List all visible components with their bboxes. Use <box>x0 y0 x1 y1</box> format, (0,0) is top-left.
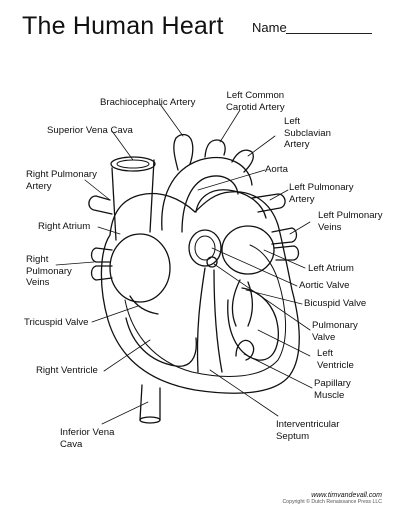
label-right-pulmonary-veins: Right Pulmonary Veins <box>26 254 72 288</box>
label-tricuspid-valve: Tricuspid Valve <box>24 317 89 328</box>
left-common-carotid <box>204 139 226 158</box>
bicuspid-valve <box>231 279 254 327</box>
name-input-line[interactable] <box>286 33 372 34</box>
right-pulmonary-artery <box>88 195 113 215</box>
pulmonary-trunk <box>195 189 267 219</box>
heart-outline <box>100 191 300 394</box>
label-interventricular-septum: Interventricular Septum <box>276 419 340 442</box>
pulmonary-valve-ring <box>206 256 218 268</box>
superior-vena-cava <box>111 159 155 241</box>
brachiocephalic-artery <box>173 133 194 171</box>
label-aortic-valve: Aortic Valve <box>299 280 350 291</box>
footer: www.timvandevall.com Copyright © Dutch R… <box>282 492 382 505</box>
label-bicuspid-valve: Bicuspid Valve <box>304 298 367 309</box>
label-superior-vena-cava: Superior Vena Cava <box>47 125 133 136</box>
label-left-atrium: Left Atrium <box>308 263 354 274</box>
footer-site[interactable]: www.timvandevall.com <box>311 492 382 499</box>
label-pulmonary-valve: Pulmonary Valve <box>312 320 358 343</box>
leader-lines <box>55 103 313 425</box>
page-title: The Human Heart <box>22 12 224 40</box>
label-aorta: Aorta <box>265 164 288 175</box>
interventricular-septum <box>196 267 223 373</box>
right-pulmonary-veins <box>90 247 113 281</box>
right-atrium <box>109 233 171 303</box>
label-brachiocephalic-artery: Brachiocephalic Artery <box>100 97 196 108</box>
left-atrium <box>221 225 275 275</box>
label-left-pulmonary-artery: Left Pulmonary Artery <box>289 182 354 205</box>
label-right-atrium: Right Atrium <box>38 221 91 232</box>
left-pulmonary-artery <box>251 193 286 213</box>
left-pulmonary-veins <box>271 227 300 261</box>
label-left-subclavian-artery: Left Subclavian Artery <box>284 116 331 150</box>
aortic-arch <box>161 156 253 233</box>
aortic-valve <box>188 229 222 267</box>
label-left-pulmonary-veins: Left Pulmonary Veins <box>318 210 383 233</box>
footer-copyright: Copyright © Dutch Renaissance Press LLC <box>282 499 382 505</box>
label-inferior-vena-cava: Inferior Vena Cava <box>60 427 115 450</box>
label-left-common-carotid: Left Common Carotid Artery <box>226 90 285 113</box>
label-papillary-muscle: Papillary Muscle <box>314 378 351 401</box>
name-label: Name <box>252 20 287 35</box>
label-right-pulmonary-artery: Right Pulmonary Artery <box>26 169 97 192</box>
myocardium-inner <box>124 244 286 377</box>
label-left-ventricle: Left Ventricle <box>317 348 354 371</box>
inferior-vena-cava <box>139 384 161 421</box>
left-subclavian-artery <box>231 149 254 173</box>
superior-vena-cava-opening <box>110 156 156 172</box>
tricuspid-valve <box>129 295 159 315</box>
label-right-ventricle: Right Ventricle <box>36 365 98 376</box>
right-ventricle <box>125 317 197 367</box>
